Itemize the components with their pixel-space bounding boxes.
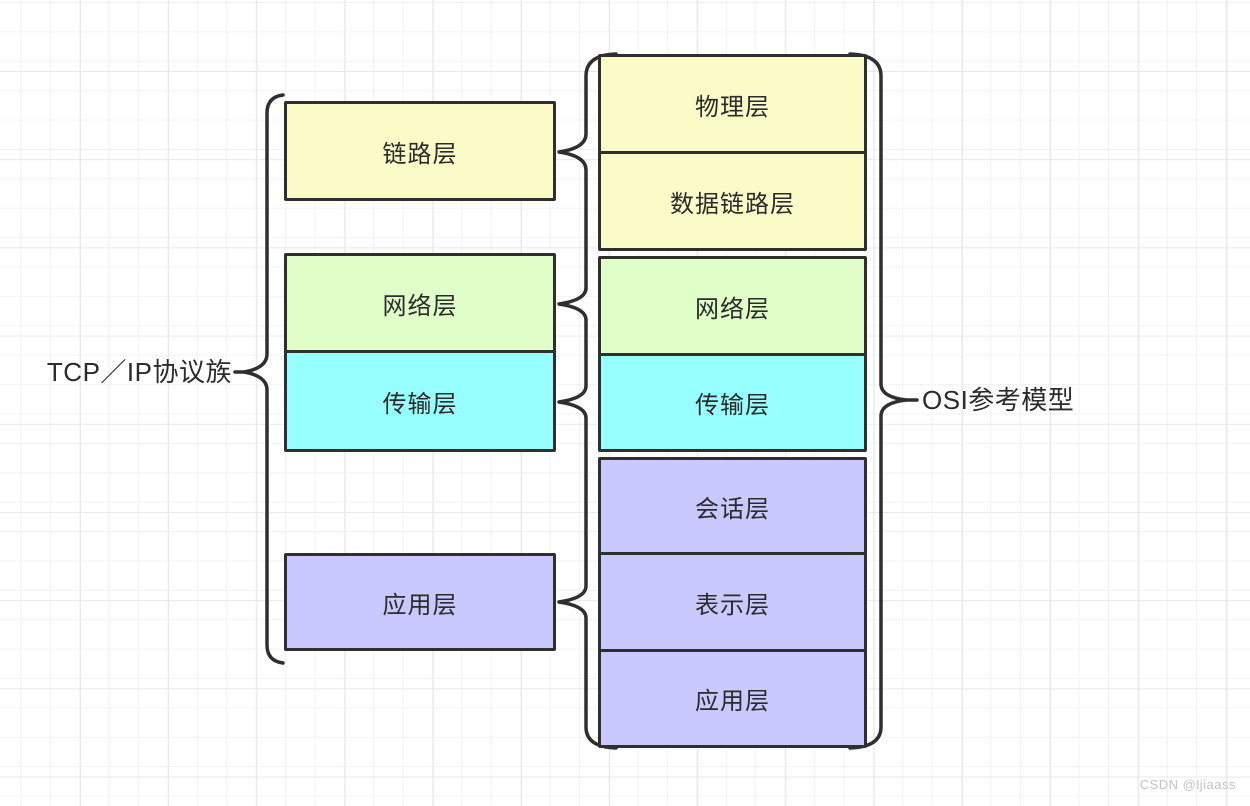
tcpip-layer-network: 网络层 — [284, 253, 556, 353]
tcpip-layer-application: 应用层 — [284, 553, 556, 651]
tcpip-group-label: TCP／IP协议族 — [46, 357, 232, 387]
osi-layer-physical: 物理层 — [598, 54, 867, 154]
osi-layer-datalink: 数据链路层 — [598, 151, 867, 251]
osi-layer-network: 网络层 — [598, 256, 867, 356]
osi-brace-left — [557, 52, 618, 750]
tcpip-layer-link: 链路层 — [284, 101, 556, 201]
csdn-watermark: CSDN @ljiaass — [1139, 777, 1236, 792]
osi-layer-session: 会话层 — [598, 457, 867, 555]
tcpip-brace — [242, 93, 285, 665]
osi-group-label: OSI参考模型 — [922, 385, 1075, 415]
osi-layer-application: 应用层 — [598, 649, 867, 748]
tcpip-layer-transport: 传输层 — [284, 350, 556, 452]
osi-layer-presentation: 表示层 — [598, 552, 867, 652]
osi-layer-transport: 传输层 — [598, 353, 867, 452]
